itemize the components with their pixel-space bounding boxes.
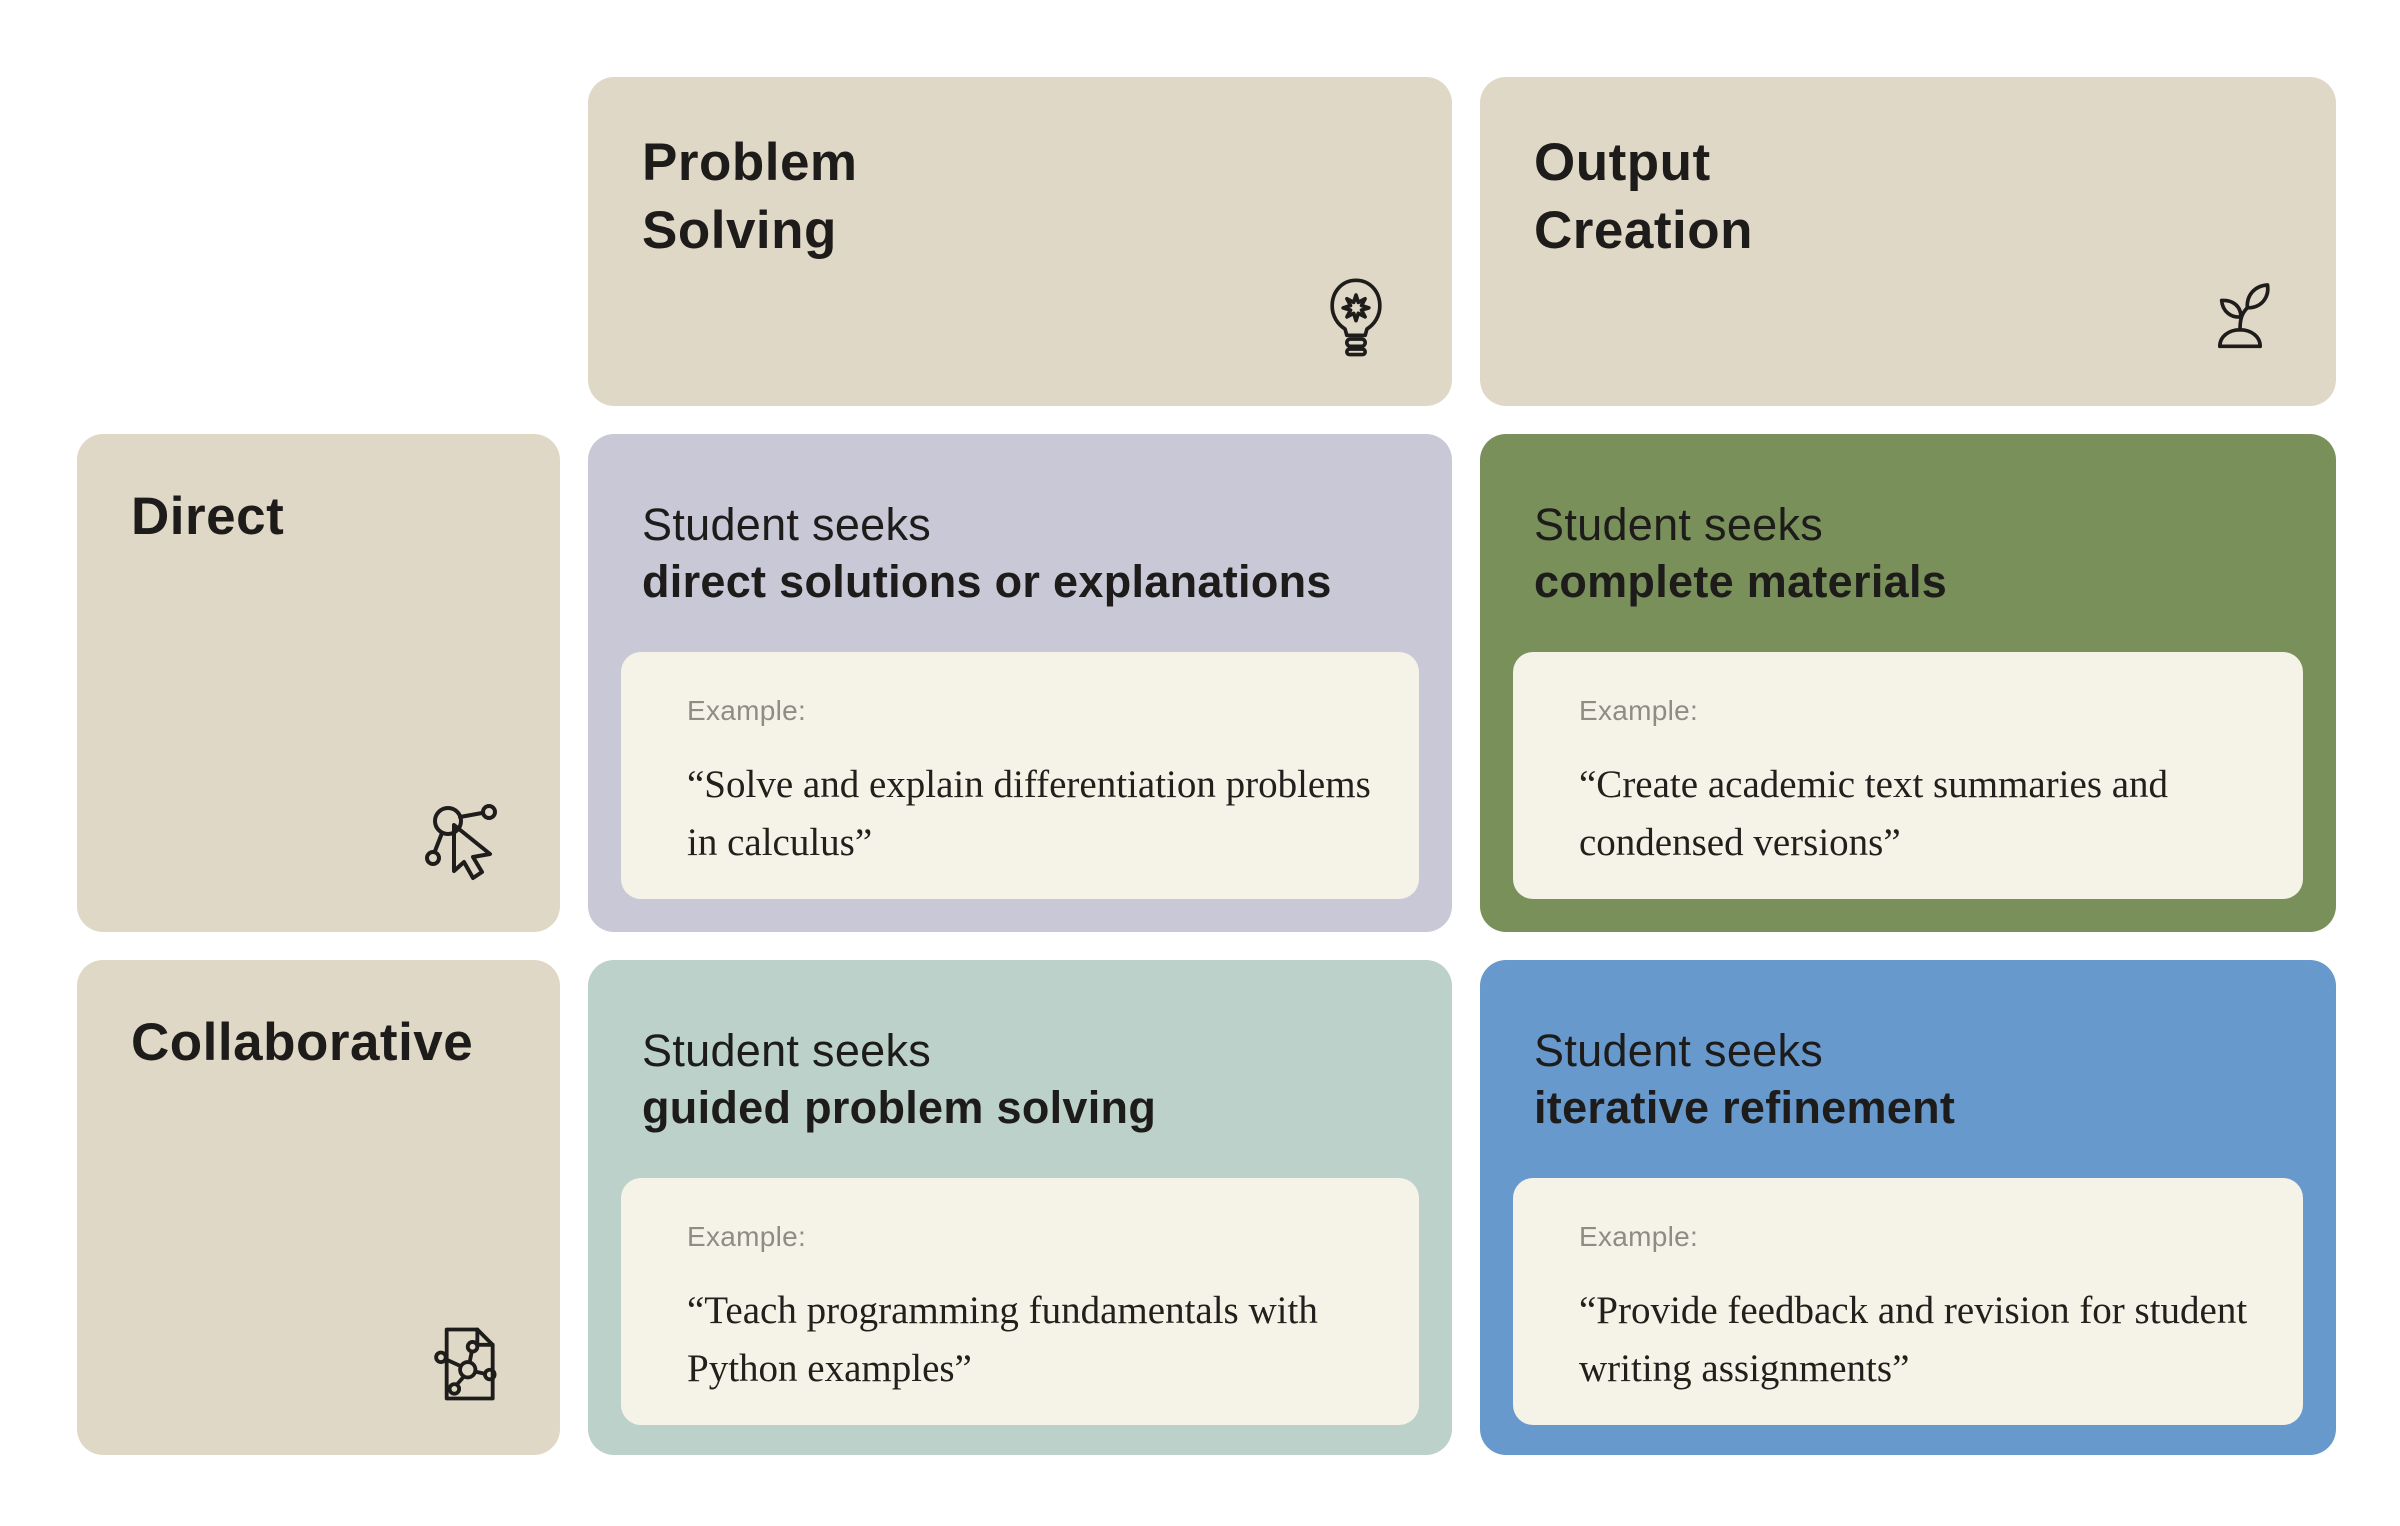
column-header-line1: Problem [642, 133, 858, 192]
example-label: Example: [1579, 1221, 1699, 1252]
example-label: Example: [687, 695, 807, 726]
column-header-output-creation: Output Creation [1480, 77, 2336, 406]
column-header-problem-solving: Problem Solving [588, 77, 1452, 406]
cell-emphasis: guided problem solving [642, 1082, 1157, 1133]
example-quote: “Solve and explain differentiation probl… [687, 763, 1371, 864]
lightbulb-icon [1312, 273, 1400, 366]
cell-title: Student seeks direct solutions or explan… [642, 496, 1398, 610]
example-label: Example: [687, 1221, 807, 1252]
cell-intro: Student seeks [642, 499, 932, 550]
column-header-line2: Solving [642, 201, 837, 260]
example-quote: “Provide feedback and revision for stude… [1579, 1289, 2248, 1390]
cursor-network-icon [412, 791, 508, 892]
example-box: Example: “Provide feedback and revision … [1513, 1178, 2303, 1425]
cell-emphasis: complete materials [1534, 556, 1948, 607]
example-box: Example: “Create academic text summaries… [1513, 652, 2303, 899]
column-header-title: Output Creation [1534, 129, 2282, 265]
cell-emphasis: direct solutions or explanations [642, 556, 1332, 607]
document-network-icon [416, 1318, 508, 1415]
row-header-label: Collaborative [131, 1013, 474, 1072]
sprout-icon [2196, 273, 2284, 366]
example-box: Example: “Solve and explain differentiat… [621, 652, 1419, 899]
column-header-line1: Output [1534, 133, 1711, 192]
cell-intro: Student seeks [642, 1025, 932, 1076]
cell-intro: Student seeks [1534, 499, 1824, 550]
cell-direct-problem-solving: Student seeks direct solutions or explan… [588, 434, 1452, 932]
cell-direct-output-creation: Student seeks complete materials Example… [1480, 434, 2336, 932]
cell-emphasis: iterative refinement [1534, 1082, 1956, 1133]
corner-spacer [77, 77, 560, 406]
column-header-title: Problem Solving [642, 129, 1398, 265]
cell-collaborative-output-creation: Student seeks iterative refinement Examp… [1480, 960, 2336, 1455]
cell-title: Student seeks complete materials [1534, 496, 2282, 610]
row-header-collaborative: Collaborative [77, 960, 560, 1455]
row-header-label: Direct [131, 487, 285, 546]
cell-collaborative-problem-solving: Student seeks guided problem solving Exa… [588, 960, 1452, 1455]
cell-title: Student seeks iterative refinement [1534, 1022, 2282, 1136]
column-header-line2: Creation [1534, 201, 1753, 260]
cell-intro: Student seeks [1534, 1025, 1824, 1076]
row-header-direct: Direct [77, 434, 560, 932]
example-quote: “Create academic text summaries and cond… [1579, 763, 2169, 864]
example-label: Example: [1579, 695, 1699, 726]
example-box: Example: “Teach programming fundamentals… [621, 1178, 1419, 1425]
cell-title: Student seeks guided problem solving [642, 1022, 1398, 1136]
example-quote: “Teach programming fundamentals with Pyt… [687, 1289, 1318, 1390]
